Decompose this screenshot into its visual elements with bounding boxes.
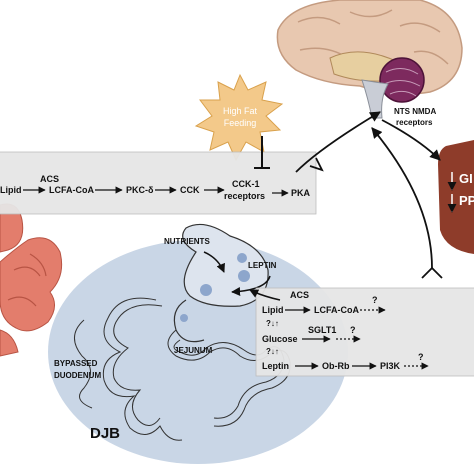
upper-lcfa: LCFA-CoA bbox=[49, 185, 94, 195]
brain-label-line1: NTS NMDA bbox=[394, 107, 436, 116]
brain-to-liver-arrow bbox=[381, 119, 441, 161]
lower-q2: ? bbox=[350, 325, 356, 335]
leptin-gut-label: LEPTIN bbox=[248, 261, 277, 270]
lower-q1: ? bbox=[372, 295, 378, 305]
upper-pka: PKA bbox=[291, 188, 311, 198]
upper-pathway-panel: ACS Lipid LCFA-CoA PKC-δ CCK CCK-1 recep… bbox=[0, 151, 317, 215]
lower-pathway-panel: ACS Lipid LCFA-CoA ? ?↓↑ Glucose SGLT1 ?… bbox=[255, 287, 474, 377]
receptor-fork bbox=[421, 266, 443, 279]
brain-illustration: NTS NMDA receptors bbox=[276, 0, 463, 127]
djb-label: DJB bbox=[90, 425, 120, 442]
lower-sglt1: SGLT1 bbox=[308, 325, 336, 335]
high-fat-feeding-burst: High Fat Feeding bbox=[194, 73, 284, 162]
burst-label-line2: Feeding bbox=[224, 118, 257, 128]
upper-cck1-line1: CCK-1 bbox=[232, 179, 260, 189]
lower-pi3k: PI3K bbox=[380, 361, 401, 371]
receptor-fork bbox=[309, 157, 324, 172]
burst-label-line1: High Fat bbox=[223, 106, 258, 116]
lower-leptin: Leptin bbox=[262, 361, 289, 371]
brainstem bbox=[361, 79, 389, 119]
lower-lipid: Lipid bbox=[262, 305, 284, 315]
liver-label-line2: PP bbox=[459, 193, 474, 208]
lower-lcfa: LCFA-CoA bbox=[314, 305, 359, 315]
intestine-illustration bbox=[0, 203, 63, 357]
upper-cck1-line2: receptors bbox=[224, 191, 265, 201]
upper-lipid: Lipid bbox=[0, 185, 22, 195]
gut-to-panel-arrow bbox=[249, 289, 281, 301]
lower-acs: ACS bbox=[290, 290, 309, 300]
lower-to-brain-arrow bbox=[371, 127, 433, 269]
jejunum-label: JEJUNUM bbox=[174, 346, 213, 355]
nutrient-arrow bbox=[203, 251, 225, 273]
nutrient-particle bbox=[200, 284, 212, 296]
liver: GI PP bbox=[438, 140, 474, 254]
upper-acs: ACS bbox=[40, 174, 59, 184]
stomach-illustration bbox=[173, 223, 269, 343]
upper-cck: CCK bbox=[180, 185, 200, 195]
lower-glucose: Glucose bbox=[262, 334, 298, 344]
lower-q3: ? bbox=[418, 352, 424, 362]
upper-pkc: PKC-δ bbox=[126, 185, 154, 195]
leptin-arrow bbox=[231, 275, 271, 297]
brain-label-line2: receptors bbox=[396, 118, 433, 127]
nutrient-particle bbox=[180, 314, 188, 322]
nutrient-particle bbox=[237, 253, 247, 263]
liver-label-line1: GI bbox=[459, 171, 473, 186]
updown-question: ?↓↑ bbox=[266, 319, 279, 328]
gut-labels: NUTRIENTS LEPTIN JEJUNUM BYPASSED DUODEN… bbox=[54, 237, 277, 442]
lower-obrb: Ob-Rb bbox=[322, 361, 350, 371]
upper-to-brain-arrow bbox=[295, 111, 381, 173]
nutrient-particle bbox=[238, 270, 250, 282]
updown-question: ?↓↑ bbox=[266, 347, 279, 356]
nutrients-label: NUTRIENTS bbox=[164, 237, 210, 246]
bypassed-label-line1: BYPASSED bbox=[54, 359, 98, 368]
bypassed-label-line2: DUODENUM bbox=[54, 371, 101, 380]
